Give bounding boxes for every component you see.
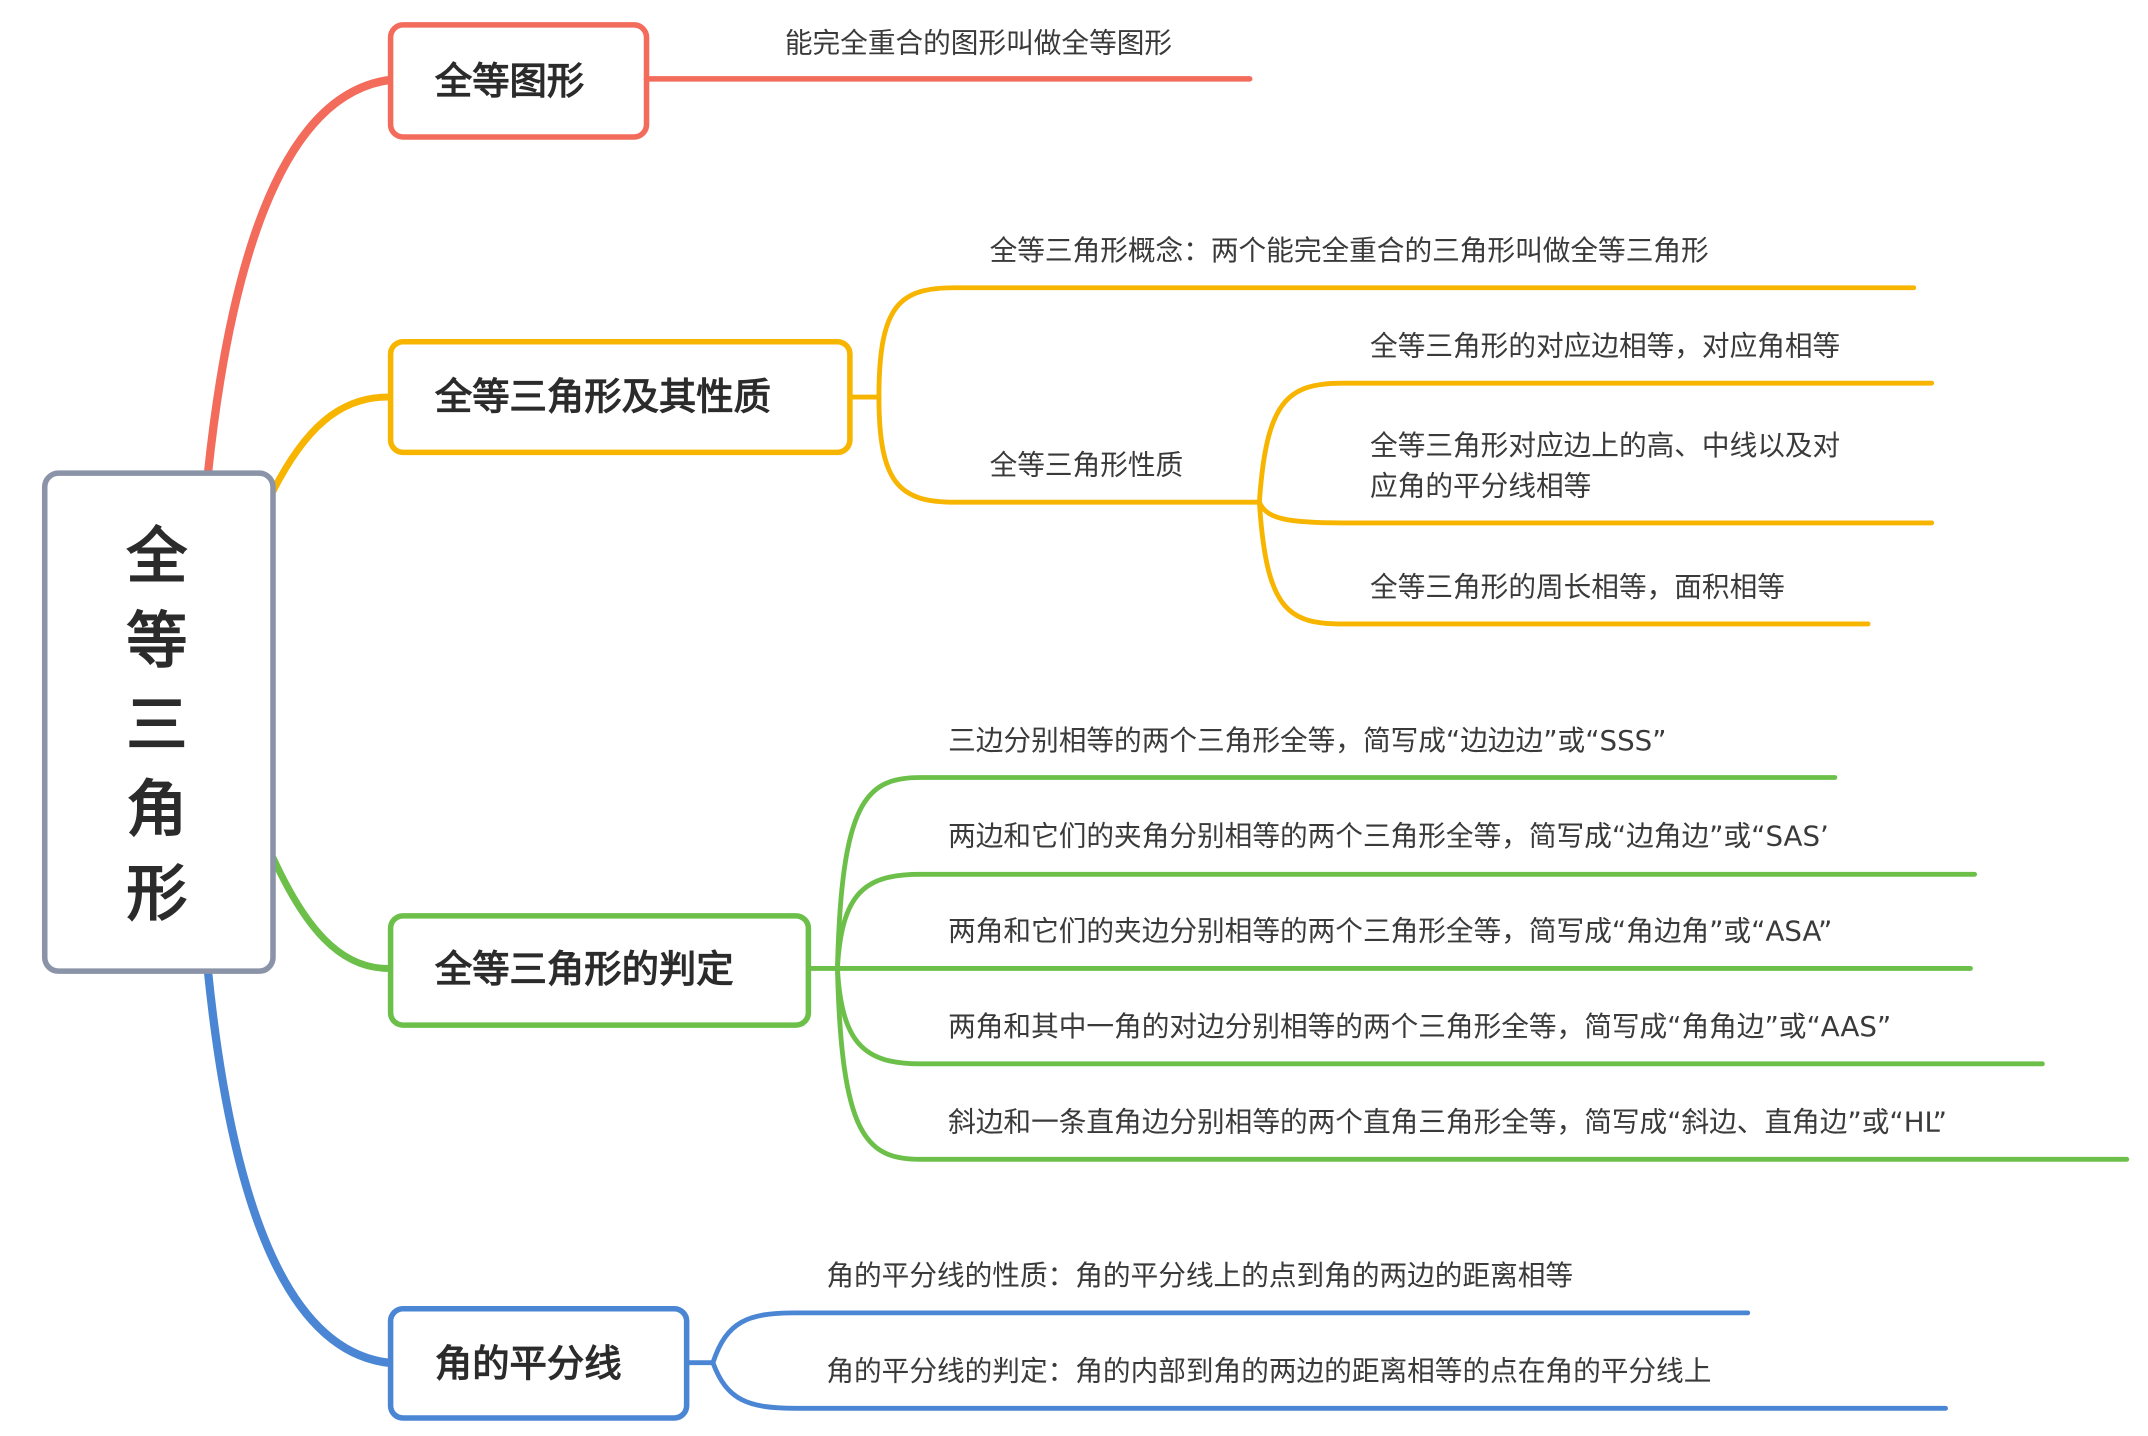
criterion-hl[interactable]: 斜边和一条直角边分别相等的两个直角三角形全等，简写成“斜边、直角边”或“HL” [948, 1106, 1947, 1139]
bisector-criterion[interactable]: 角的平分线的判定：角的内部到角的两边的距离相等的点在角的平分线上 [826, 1355, 1711, 1388]
property-text[interactable]: 全等三角形的周长相等，面积相等 [1370, 570, 1785, 603]
connector-orange [269, 393, 392, 495]
node-congruence-criteria-label: 全等三角形的判定 [434, 947, 734, 991]
connector-blue [203, 967, 392, 1367]
concept-text[interactable]: 全等三角形概念：两个能完全重合的三角形叫做全等三角形 [990, 234, 1709, 267]
node-angle-bisector-label: 角的平分线 [435, 1342, 622, 1386]
leaf-text[interactable]: 能完全重合的图形叫做全等图形 [785, 27, 1172, 60]
root-char: 形 [126, 858, 187, 929]
property-text[interactable]: 全等三角形的对应边相等，对应角相等 [1370, 330, 1840, 363]
criterion-asa[interactable]: 两角和它们的夹边分别相等的两个三角形全等，简写成“角边角”或“ASA” [948, 915, 1832, 948]
node-congruent-triangles-properties-label: 全等三角形及其性质 [434, 374, 771, 418]
root-char: 等 [126, 605, 187, 676]
connector-green [269, 854, 392, 972]
bisector-property[interactable]: 角的平分线的性质：角的平分线上的点到角的两边的距离相等 [826, 1259, 1573, 1292]
connector-red [203, 76, 392, 478]
root-char: 角 [126, 774, 187, 845]
root-char: 三 [126, 690, 187, 761]
root-char: 全 [125, 521, 188, 592]
criterion-sas[interactable]: 两边和它们的夹角分别相等的两个三角形全等，简写成“边角边”或“SAS’ [948, 819, 1829, 852]
root-node[interactable] [41, 470, 276, 974]
node-congruent-figures-label: 全等图形 [434, 59, 584, 103]
properties-label[interactable]: 全等三角形性质 [990, 449, 1184, 482]
property-text[interactable]: 全等三角形对应边上的高、中线以及对 [1370, 429, 1840, 462]
criterion-sss[interactable]: 三边分别相等的两个三角形全等，简写成“边边边”或“SSS” [948, 724, 1666, 757]
criterion-aas[interactable]: 两角和其中一角的对边分别相等的两个三角形全等，简写成“角角边”或“AAS” [948, 1010, 1891, 1043]
property-text-line2[interactable]: 应角的平分线相等 [1370, 469, 1591, 502]
